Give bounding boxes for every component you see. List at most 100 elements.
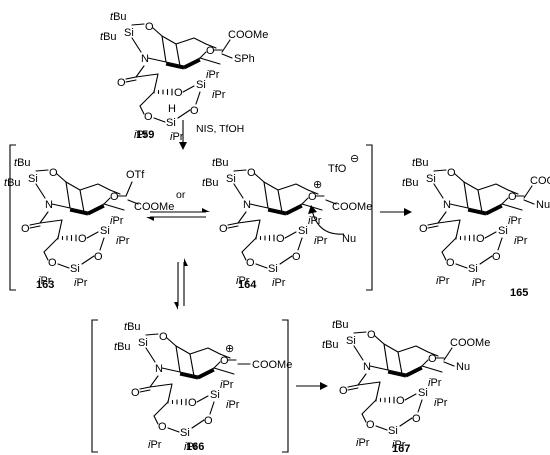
o-atom: O [78,233,87,245]
bond [145,347,156,363]
bond [43,251,49,261]
bond [237,219,261,224]
ipr-label: iPr [74,277,88,289]
left-bracket [9,144,16,291]
bond [523,199,535,205]
si-atom: Si [180,427,190,439]
bond [153,117,166,123]
bold-bond [179,372,199,380]
o-atom: O [94,251,103,263]
o-atom: O [49,167,58,179]
si-atom: Si [138,337,148,349]
ipr-label: iPr [38,275,52,287]
compound-165: tButBuSiONOOOSiiPriPrOSiiPriPrOCOOMeNu16… [402,157,550,299]
h-atom: H [168,103,176,115]
o-atom: O [48,257,57,269]
bond [167,427,180,433]
arrow-head [184,258,188,266]
o-atom: O [21,223,30,235]
bond [301,203,323,211]
bond [189,353,195,377]
bond [135,73,159,78]
bond [383,343,423,375]
bond [166,337,177,347]
bond [463,181,509,191]
bond [233,183,244,199]
tbu-label: tBu [212,157,229,169]
bond [161,367,181,373]
bond [484,231,497,239]
si-atom: Si [418,387,428,399]
ipr-label: iPr [236,275,250,287]
ester-group: COOMe [332,201,372,213]
bond [369,365,389,371]
ipr-label: iPr [314,235,328,247]
left-bracket [91,319,98,453]
bond [437,219,461,224]
si-atom: Si [100,225,110,237]
o-atom: O [446,257,455,269]
bold-bond [69,208,89,216]
bond [103,197,111,205]
bond [43,237,59,253]
tbu-label: tBu [4,177,21,189]
bond [199,51,207,59]
si-atom: Si [346,335,356,347]
bond [523,185,533,199]
bond [149,375,159,388]
bond [65,181,105,213]
otf-group: OTf [126,169,145,181]
bond [213,361,221,369]
o-atom: O [292,251,301,263]
bond [161,35,207,45]
ipr-label: iPr [272,277,286,289]
bond [477,189,483,213]
bond [57,263,70,269]
bond [427,225,439,229]
compound-number: 163 [36,279,54,291]
si-atom: Si [388,425,398,437]
bond [443,361,455,367]
bond [241,251,247,261]
bond [417,399,423,413]
o-atom: O [204,415,213,427]
tbu-label: tBu [332,319,349,331]
o-atom: O [396,395,405,407]
substituent: Nu [536,199,550,211]
n-atom: N [443,199,451,211]
ester-group: COOMe [228,29,268,41]
tbu-label: tBu [114,341,131,353]
compound-number: 165 [510,287,528,299]
bond [277,189,283,213]
bond [161,35,201,67]
o-atom: O [159,331,168,343]
right-bracket [282,319,289,453]
bond [99,237,105,251]
substituent: SPh [234,53,255,65]
bond [51,203,71,209]
bond [125,181,133,197]
bond [361,399,377,415]
o-ring-atom: O [308,191,317,203]
bold-bond [183,58,201,70]
o-atom: O [492,251,501,263]
n-atom: N [45,199,53,211]
bold-bond [405,366,423,378]
bond [374,335,385,345]
bond [125,79,137,83]
n-atom: N [363,361,371,373]
bond [233,169,247,172]
bond [29,225,41,229]
bond [437,211,447,224]
o-atom: O [117,77,126,89]
bond [205,43,217,49]
tbu-label: tBu [202,177,219,189]
ester-group: COOMe [134,201,174,213]
bond [399,417,413,427]
compound-number: 159 [136,129,154,141]
bond [125,76,137,80]
bond [263,181,309,191]
o-ring-atom: O [508,191,517,203]
